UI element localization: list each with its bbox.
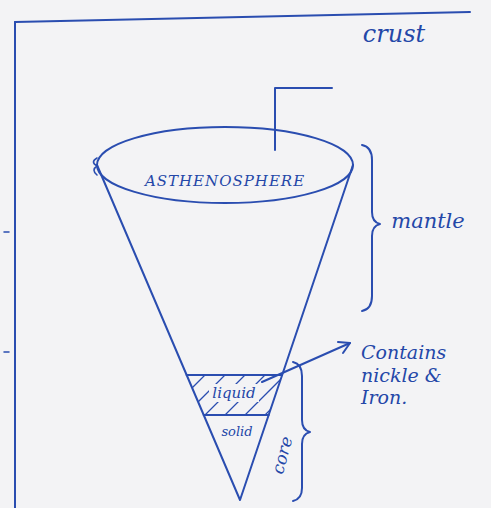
- mantle-brace: [362, 145, 380, 311]
- cone-outline: [97, 165, 353, 500]
- layer-name: ASTHENOSPHERE: [145, 172, 305, 190]
- liquid-hatching: [160, 370, 310, 420]
- margin-tick: [4, 232, 9, 352]
- page-border-left: [14, 22, 16, 508]
- inner-core-boundary: [204, 414, 269, 416]
- layer-name: liquid: [209, 384, 258, 402]
- crust-ellipse: [97, 127, 353, 203]
- core-boundary: [187, 374, 282, 376]
- layer-name: solid: [221, 424, 252, 440]
- note-text: Contains nickle & Iron.: [361, 341, 479, 409]
- crust-leader: [275, 88, 332, 150]
- arrow-head: [338, 342, 350, 353]
- core-brace: [293, 362, 310, 501]
- layer-name: core: [267, 434, 297, 476]
- leader-arrow: [262, 343, 350, 382]
- layer-name: crust: [363, 20, 425, 49]
- curl-mark: [94, 158, 98, 175]
- layer-name: mantle: [391, 209, 465, 234]
